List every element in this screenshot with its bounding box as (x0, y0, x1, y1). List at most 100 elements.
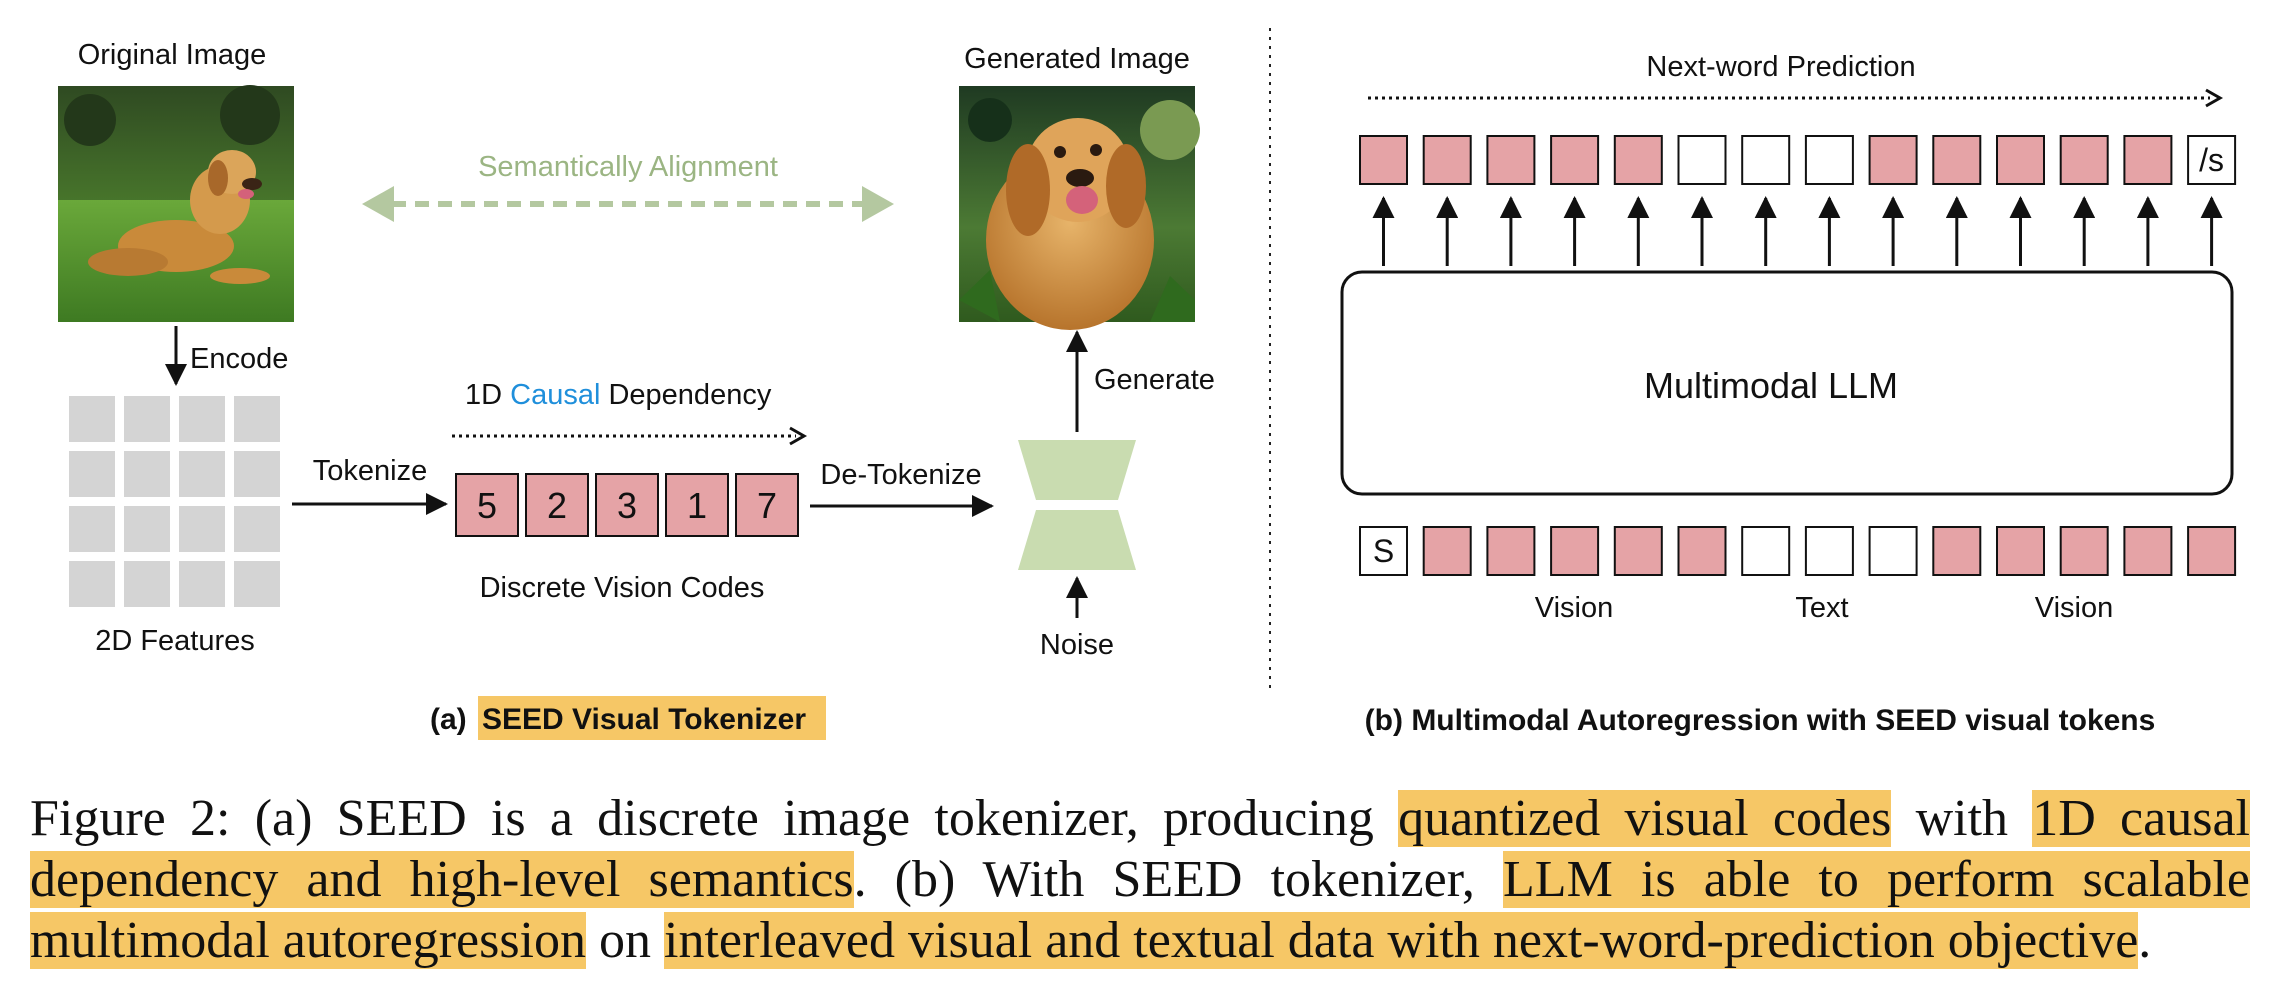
features-grid (69, 396, 280, 607)
caption-highlight: dependency and high-level semantics (30, 851, 854, 908)
caption-line-3: multimodal autoregression on interleaved… (30, 910, 2250, 971)
panel-b-title: (b) Multimodal Autoregression with SEED … (1365, 704, 2156, 737)
caption-highlight: quantized visual codes (1398, 790, 1892, 847)
input-token-vision (1677, 526, 1727, 576)
input-token-start-box (1359, 526, 1408, 576)
panel-b: Next-word Prediction /s Multimodal LLM S… (1340, 51, 2237, 737)
generator-hourglass-icon (1018, 440, 1136, 570)
feature-cell (124, 396, 170, 442)
output-token-text-box (1677, 135, 1727, 185)
vision-label-2: Vision (2035, 592, 2113, 624)
code-token: 5 (455, 473, 519, 537)
input-token-vision (1932, 526, 1982, 576)
output-token-text (1804, 135, 1854, 185)
output-token-end-box (2187, 135, 2237, 185)
output-arrows (1372, 196, 2223, 266)
caption-text: Figure 2: (a) SEED is a discrete image t… (30, 790, 1399, 847)
input-token-vision-box (1550, 526, 1600, 576)
feature-cell (179, 561, 225, 607)
input-token-text (1741, 526, 1791, 576)
feature-cell (124, 506, 170, 552)
output-token-text (1677, 135, 1727, 185)
code-token-box (455, 473, 519, 537)
alignment-double-arrow (362, 186, 894, 222)
original-image-label: Original Image (78, 39, 267, 71)
alignment-label: Semantically Alignment (478, 151, 778, 183)
text-label: Text (1795, 592, 1848, 624)
output-token-vision-box (1422, 135, 1472, 185)
output-token-vision-box (1868, 135, 1918, 185)
feature-cell (179, 506, 225, 552)
llm-label: Multimodal LLM (1644, 365, 1898, 406)
input-tokens: S (1359, 526, 2237, 576)
output-token-end-label: /s (2199, 142, 2224, 178)
feature-cell (69, 451, 115, 497)
tokenize-label: Tokenize (313, 455, 427, 487)
output-token-vision (1868, 135, 1918, 185)
output-token-vision-box (2123, 135, 2173, 185)
generate-label: Generate (1094, 364, 1215, 396)
caption-text: . (2138, 912, 2152, 969)
codes-label: Discrete Vision Codes (480, 572, 765, 604)
code-token: 2 (525, 473, 589, 537)
output-token-text-box (1804, 135, 1854, 185)
caption-text: on (586, 912, 665, 969)
input-token-vision-box (2123, 526, 2173, 576)
code-token: 7 (735, 473, 799, 537)
panel-a-title-prefix: (a) (430, 703, 467, 736)
input-token-text-box (1804, 526, 1854, 576)
caption-text: . (b) With SEED tokenizer, (853, 851, 1504, 908)
output-token-vision-box (1613, 135, 1663, 185)
figure-diagram: Original Image Encode 2D Features Tokeni… (58, 28, 2237, 740)
input-token-start-label: S (1373, 533, 1394, 569)
input-token-text (1804, 526, 1854, 576)
feature-cell (69, 506, 115, 552)
output-token-vision (2123, 135, 2173, 185)
caption-text: with (1891, 790, 2033, 847)
input-token-vision (1422, 526, 1472, 576)
feature-cell (234, 451, 280, 497)
input-token-vision (1550, 526, 1600, 576)
dog-lying-on-grass-photo-icon (58, 85, 294, 322)
output-token-vision-box (1996, 135, 2045, 185)
encode-label: Encode (190, 343, 288, 375)
causal-dependency-label: 1D Causal Dependency (465, 379, 772, 411)
code-token: 1 (665, 473, 729, 537)
feature-cell (179, 451, 225, 497)
input-token-vision-box (2059, 526, 2109, 576)
output-token-vision-box (1359, 135, 1408, 185)
output-token-vision-box (1486, 135, 1536, 185)
feature-cell (234, 561, 280, 607)
output-token-vision (1486, 135, 1536, 185)
caption-highlight: interleaved visual and textual data with… (664, 912, 2139, 969)
code-token-box (595, 473, 659, 537)
dog-portrait-photo-icon (959, 86, 1200, 330)
input-token-vision-box (1486, 526, 1536, 576)
input-token-vision (1613, 526, 1663, 576)
caption-highlight: 1D causal (2032, 790, 2250, 847)
code-token-value: 1 (687, 485, 707, 526)
code-token-value: 5 (477, 485, 497, 526)
output-token-vision (1550, 135, 1600, 185)
input-token-vision (2123, 526, 2173, 576)
input-token-vision (2187, 526, 2237, 576)
llm-box (1340, 270, 2234, 496)
input-token-start: S (1359, 526, 1408, 576)
input-token-vision-box (1422, 526, 1472, 576)
input-token-vision-box (1996, 526, 2045, 576)
generated-image-label: Generated Image (964, 43, 1190, 75)
output-token-vision (1422, 135, 1472, 185)
figure-caption: Figure 2: (a) SEED is a discrete image t… (30, 788, 2250, 971)
detokenize-label: De-Tokenize (820, 459, 981, 491)
input-token-vision-box (1613, 526, 1663, 576)
feature-cell (69, 396, 115, 442)
output-token-text (1741, 135, 1791, 185)
code-token-value: 3 (617, 485, 637, 526)
panel-a-title-highlight: SEED Visual Tokenizer (482, 703, 806, 736)
output-token-vision (1613, 135, 1663, 185)
input-token-text (1868, 526, 1918, 576)
feature-cell (69, 561, 115, 607)
code-token: 3 (595, 473, 659, 537)
feature-cell (234, 396, 280, 442)
